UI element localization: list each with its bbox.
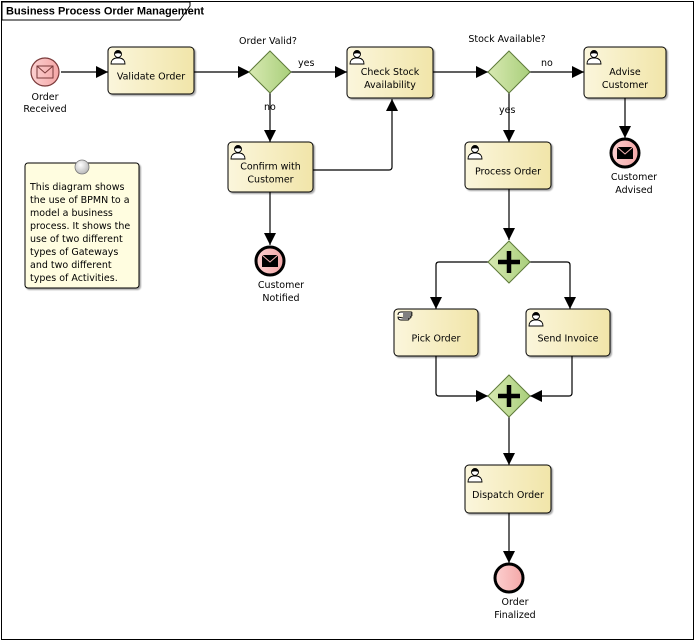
flow-label-no: no: [541, 58, 553, 69]
end-event-customer-notified[interactable]: Customer Notified: [254, 245, 304, 304]
annotation-note[interactable]: This diagram shows the use of BPMN to a mo…: [24, 159, 140, 289]
event-label: Order: [32, 92, 59, 103]
user-icon: [467, 145, 483, 160]
event-label: Finalized: [494, 610, 535, 621]
gateway-label: Stock Available?: [468, 34, 545, 45]
note-text-line: types of Gateways: [30, 247, 118, 258]
user-icon: [230, 145, 246, 160]
flow-confirm-to-check-stock[interactable]: [313, 99, 398, 171]
flow-label-no: no: [264, 102, 276, 113]
activity-label: Process Order: [475, 167, 541, 178]
activity-label: Send Invoice: [538, 334, 599, 345]
user-icon: [349, 50, 365, 65]
flow-label-yes: yes: [298, 58, 314, 69]
note-text-line: and two different: [30, 260, 112, 271]
note-text-line: the use of BPMN to a: [30, 195, 130, 206]
note-text-line: This diagram shows: [29, 182, 125, 193]
start-event-order-received[interactable]: Order Received: [23, 57, 67, 115]
plus-icon: [498, 385, 520, 407]
diagram-title-tab: Business Process Order Management: [1, 1, 204, 21]
activity-label: Pick Order: [412, 334, 461, 345]
activity-pick-order[interactable]: Pick Order: [393, 308, 479, 357]
end-event-customer-advised[interactable]: Customer Advised: [609, 137, 657, 196]
parallel-gateway-fork[interactable]: [487, 240, 531, 284]
activity-process-order[interactable]: Process Order: [464, 141, 552, 190]
parallel-gateway-join[interactable]: [487, 374, 531, 418]
flow-label-yes: yes: [499, 105, 515, 116]
activity-label: Availability: [364, 80, 416, 91]
envelope-icon: [36, 65, 54, 79]
flow-fork-to-pick[interactable]: [430, 261, 488, 309]
end-event-order-finalized[interactable]: Order Finalized: [493, 562, 536, 621]
flow-pick-to-join[interactable]: [435, 356, 488, 402]
note-text-line: process. It shows the: [30, 221, 130, 232]
user-icon: [586, 50, 602, 65]
gateway-label: Order Valid?: [239, 36, 297, 47]
user-icon: [528, 312, 544, 327]
note-text-line: types of Activities.: [30, 273, 118, 284]
note-text-line: model a business: [30, 208, 113, 219]
diagram-title: Business Process Order Management: [6, 6, 204, 18]
event-label: Notified: [262, 293, 299, 304]
user-icon: [467, 468, 483, 483]
event-label: Advised: [615, 185, 652, 196]
plus-icon: [498, 251, 520, 273]
event-label: Received: [23, 104, 66, 115]
exclusive-gateway-order-valid[interactable]: Order Valid?: [239, 36, 297, 94]
filled-envelope-icon: [261, 254, 279, 267]
event-label: Customer: [258, 280, 304, 291]
flow-fork-to-invoice[interactable]: [530, 261, 576, 309]
activity-label: Dispatch Order: [472, 490, 544, 501]
event-label: Customer: [611, 172, 657, 183]
flow-invoice-to-join[interactable]: [530, 356, 573, 402]
activity-validate-order[interactable]: Validate Order: [107, 46, 195, 95]
hand-icon: [397, 311, 413, 321]
pin-icon: [74, 159, 90, 175]
user-icon: [110, 50, 126, 65]
activity-label: Customer: [602, 80, 648, 91]
activity-dispatch-order[interactable]: Dispatch Order: [464, 464, 552, 514]
activity-send-invoice[interactable]: Send Invoice: [525, 308, 611, 357]
sequence-flows: [61, 66, 631, 563]
note-text-line: use of two different: [30, 234, 123, 245]
exclusive-gateway-stock-available[interactable]: Stock Available?: [468, 34, 546, 94]
activity-label: Confirm with: [240, 162, 301, 173]
event-label: Order: [502, 597, 529, 608]
filled-envelope-icon: [616, 146, 634, 159]
activity-label: Validate Order: [117, 72, 185, 83]
activity-label: Customer: [247, 175, 293, 186]
activity-label: Advise: [609, 67, 641, 78]
activity-label: Check Stock: [361, 67, 420, 78]
